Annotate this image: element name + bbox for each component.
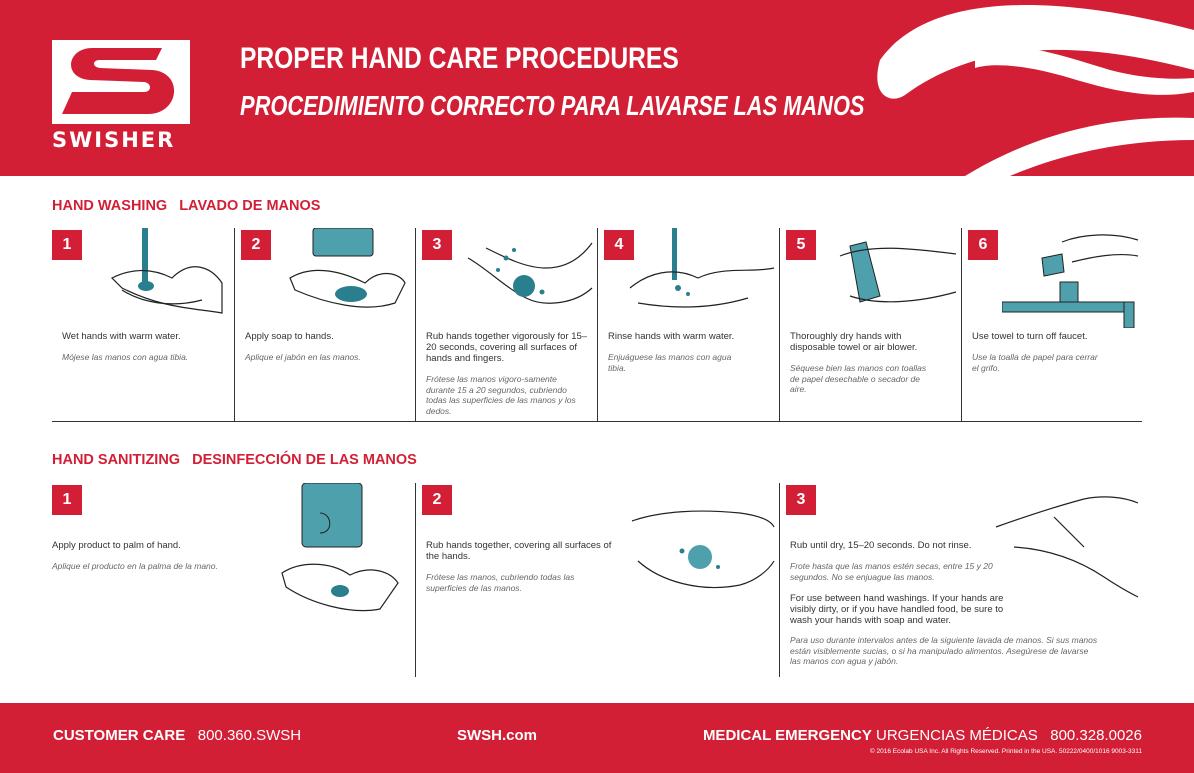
hand-sanitizing-title-es: DESINFECCIÓN DE LAS MANOS: [192, 452, 417, 468]
page-title: PROPER HAND CARE PROCEDURES: [240, 42, 679, 75]
rubbing-hands-icon: [467, 242, 593, 304]
step-text-en: Use towel to turn off faucet.: [972, 331, 1088, 342]
step-text-en: Thoroughly dry hands with disposable tow…: [790, 331, 918, 353]
hand-washing-title-es: LAVADO DE MANOS: [179, 198, 321, 214]
sanitizing-step-2: 2 Rub hands together, covering all surfa…: [415, 483, 779, 677]
step-number: 3: [786, 485, 816, 515]
step-text-es: Séquese bien las manos con toallas de pa…: [790, 363, 927, 394]
step-note-es: Para uso durante intervalos antes de la …: [790, 635, 1098, 666]
rinsing-hands-icon: [629, 228, 775, 308]
step-text-en: Rub until dry, 15–20 seconds. Do not rin…: [790, 540, 972, 551]
hands-under-water-icon: [110, 228, 223, 314]
sanitizing-step-1: 1 Apply product to palm of hand. Aplique…: [52, 483, 415, 677]
step-number: 2: [241, 230, 271, 260]
brand-name: SWISHER: [52, 128, 176, 152]
step-text-en: Apply soap to hands.: [245, 331, 334, 342]
emergency-phone[interactable]: 800.328.0026: [1050, 727, 1142, 744]
header-banner: SWISHER PROPER HAND CARE PROCEDURES PROC…: [0, 0, 1194, 176]
hand-sanitizing-title-en: HAND SANITIZING: [52, 452, 181, 468]
hand-sanitizing-steps: 1 Apply product to palm of hand. Aplique…: [52, 483, 1142, 677]
step-text-es: Use la toalla de papel para cerrar el gr…: [972, 352, 1098, 373]
step-text-es: Frótese las manos, cubriendo todas las s…: [426, 572, 575, 593]
soap-dispenser-icon: [289, 228, 406, 308]
step-text-en: Apply product to palm of hand.: [52, 540, 181, 551]
washing-step-3: 3 Rub hands together vigorously for 15–2…: [415, 228, 597, 421]
step-text-en: Rub hands together, covering all surface…: [426, 540, 612, 562]
sanitizer-dispenser-icon: [281, 483, 399, 612]
step-text-es: Aplique el producto en la palma de la ma…: [52, 561, 218, 571]
hand-washing-heading: HAND WASHING LAVADO DE MANOS: [52, 198, 320, 214]
step-number: 3: [422, 230, 452, 260]
step-number: 5: [786, 230, 816, 260]
emergency-label-es: URGENCIAS MÉDICAS: [876, 727, 1038, 744]
step-number: 1: [52, 485, 82, 515]
hand-washing-steps: 1 Wet hands with warm water. Mójese las …: [52, 228, 1142, 422]
step-text-en: Rub hands together vigorously for 15–20 …: [426, 331, 588, 364]
step-text-es: Enjuáguese las manos con agua tibia.: [608, 352, 732, 373]
washing-step-2: 2 Apply soap to hands. Aplique el jabón …: [234, 228, 415, 421]
step-number: 4: [604, 230, 634, 260]
step-text-en: Rinse hands with warm water.: [608, 331, 735, 342]
step-text-es: Mójese las manos con agua tibia.: [62, 352, 189, 362]
step-text-es: Frótese las manos vigoro-samente durante…: [426, 374, 576, 416]
swisher-logo: SWISHER: [52, 40, 190, 152]
hand-washing-title-en: HAND WASHING: [52, 198, 168, 214]
website-link[interactable]: SWSH.com: [457, 727, 538, 744]
step-text-en: Wet hands with warm water.: [62, 331, 181, 342]
customer-care-phone[interactable]: 800.360.SWSH: [197, 727, 302, 744]
copyright: © 2016 Ecolab USA Inc. All Rights Reserv…: [869, 748, 1142, 755]
step-note-en: For use between hand washings. If your h…: [790, 593, 1004, 626]
faucet-icon: [1002, 234, 1139, 328]
rubbing-sanitizer-icon: [631, 510, 775, 589]
footer: CUSTOMER CARE 800.360.SWSH SWSH.com MEDI…: [0, 703, 1194, 773]
washing-step-1: 1 Wet hands with warm water. Mójese las …: [52, 228, 234, 421]
step-number: 2: [422, 485, 452, 515]
emergency-label: MEDICAL EMERGENCY: [702, 727, 872, 744]
customer-care-label: CUSTOMER CARE: [53, 727, 186, 744]
dry-hands-icon: [995, 496, 1139, 598]
step-number: 6: [968, 230, 998, 260]
washing-step-5: 5 Thoroughly dry hands with disposable t…: [779, 228, 961, 421]
step-text-es: Frote hasta que las manos estén secas, e…: [790, 561, 993, 582]
medical-emergency: MEDICAL EMERGENCY URGENCIAS MÉDICAS 800.…: [703, 727, 1142, 744]
washing-step-6: 6 Use towel to turn off faucet. Use la t…: [961, 228, 1142, 421]
hand-sanitizing-heading: HAND SANITIZING DESINFECCIÓN DE LAS MANOS: [52, 452, 417, 468]
sanitizing-step-3: 3 Rub until dry, 15–20 seconds. Do not r…: [779, 483, 1142, 677]
washing-step-4: 4 Rinse hands with warm water. Enjuágues…: [597, 228, 779, 421]
customer-care: CUSTOMER CARE 800.360.SWSH: [53, 727, 301, 744]
page-title-spanish: PROCEDIMIENTO CORRECTO PARA LAVARSE LAS …: [240, 90, 865, 121]
header-swoosh-decoration: [871, 0, 1194, 176]
step-number: 1: [52, 230, 82, 260]
swisher-s-icon: [52, 40, 190, 124]
step-text-es: Aplique el jabón en las manos.: [245, 352, 361, 362]
drying-hands-icon: [839, 241, 957, 303]
